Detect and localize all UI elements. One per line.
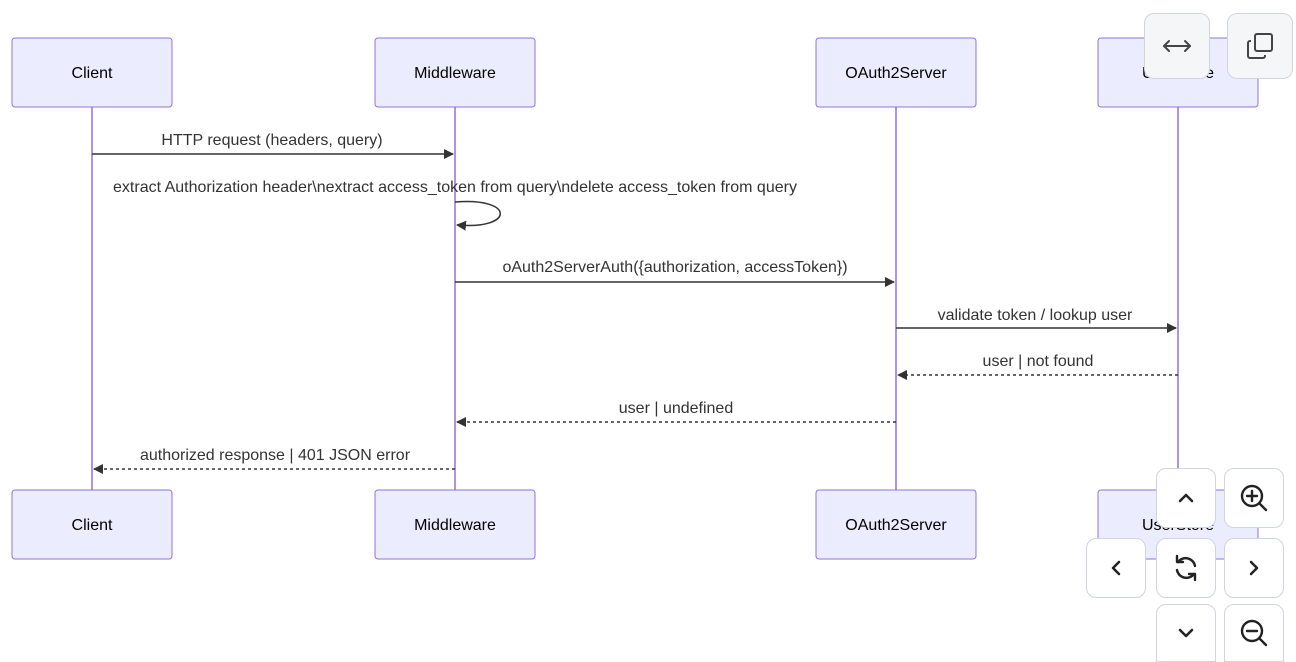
message-label: extract Authorization header\nextract ac…: [113, 179, 797, 196]
message-user-undefined: user | undefined: [456, 400, 896, 427]
message-user-not-found: user | not found: [897, 353, 1178, 380]
pan-up-button[interactable]: [1156, 468, 1216, 528]
copy-button[interactable]: [1227, 13, 1293, 79]
actor-top-client: Client: [11, 37, 173, 108]
reset-view-button[interactable]: [1156, 538, 1216, 598]
message-label: validate token / lookup user: [938, 307, 1133, 324]
message-label: user | not found: [983, 353, 1094, 370]
message-label: authorized response | 401 JSON error: [140, 447, 411, 464]
actor-label: OAuth2Server: [845, 65, 947, 82]
pan-left-button[interactable]: [1086, 538, 1146, 598]
refresh-icon: [1175, 554, 1197, 582]
message-self-extract: extract Authorization header\nextract ac…: [113, 179, 797, 231]
horizontal-arrows-icon: [1163, 40, 1191, 52]
zoom-in-button[interactable]: [1224, 468, 1284, 528]
chevron-right-icon: [1249, 560, 1259, 576]
pan-right-button[interactable]: [1224, 538, 1284, 598]
fit-width-button[interactable]: [1144, 13, 1210, 79]
zoom-out-button[interactable]: [1224, 604, 1284, 662]
actor-label: Client: [72, 517, 113, 534]
message-label: oAuth2ServerAuth({authorization, accessT…: [502, 259, 847, 276]
message-self-loop-arrow: [454, 200, 501, 231]
actor-bottom-client: Client: [11, 489, 173, 560]
chevron-down-icon: [1178, 628, 1194, 638]
actor-label: OAuth2Server: [845, 517, 947, 534]
message-label: HTTP request (headers, query): [161, 132, 382, 149]
actor-bottom-middleware: Middleware: [374, 489, 536, 560]
zoom-in-icon: [1240, 484, 1268, 512]
message-oauth2serverauth: oAuth2ServerAuth({authorization, accessT…: [455, 259, 895, 287]
chevron-up-icon: [1178, 493, 1194, 503]
actor-label: Middleware: [414, 65, 496, 82]
message-authorized-response: authorized response | 401 JSON error: [93, 447, 455, 474]
message-label: user | undefined: [619, 400, 733, 417]
message-http-request: HTTP request (headers, query): [92, 132, 454, 159]
actor-top-oauth2server: OAuth2Server: [815, 37, 977, 108]
actor-top-middleware: Middleware: [374, 37, 536, 108]
message-validate-token: validate token / lookup user: [896, 307, 1177, 333]
pan-down-button[interactable]: [1156, 604, 1216, 662]
chevron-left-icon: [1111, 560, 1121, 576]
actor-label: Middleware: [414, 517, 496, 534]
copy-icon: [1247, 33, 1273, 59]
actor-bottom-oauth2server: OAuth2Server: [815, 489, 977, 560]
actor-label: Client: [72, 65, 113, 82]
zoom-out-icon: [1240, 619, 1268, 647]
